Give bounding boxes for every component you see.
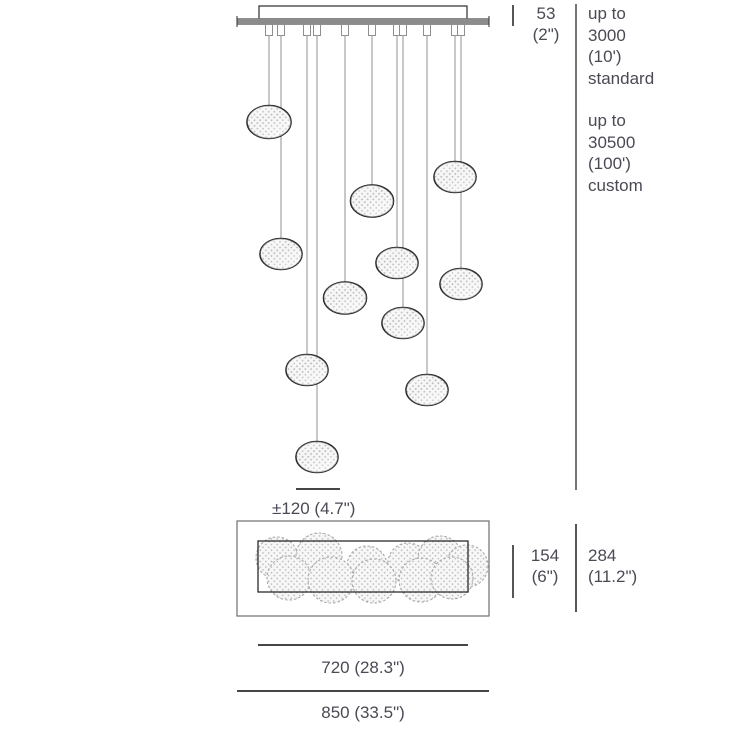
pendant-shade [295, 440, 339, 474]
plan-circle [351, 558, 397, 604]
plan-view [236, 520, 490, 617]
pendant-shade [439, 267, 483, 301]
plan-circle [307, 556, 355, 604]
cable-2 [277, 24, 285, 255]
pendant-shade [405, 373, 449, 407]
pendant-shade [433, 160, 477, 194]
plan-inner-rect [257, 540, 469, 593]
pendant-shade [259, 237, 303, 271]
pendant-shade [285, 353, 329, 387]
pendant-shade [349, 184, 395, 218]
canopy-assembly [236, 5, 490, 27]
cable-11 [457, 24, 465, 285]
pendant-shade [381, 306, 425, 340]
dim-label-shade-width: ±120 (4.7") [272, 499, 356, 518]
plan-circle [430, 556, 474, 600]
dim-label-plan-outer-depth: 284 (11.2") [588, 546, 638, 586]
note-drop-custom: up to 30500 (100') custom [588, 111, 643, 195]
cable-7 [393, 24, 401, 264]
cable-5 [341, 24, 349, 299]
dim-label-canopy-height: 53 (2") [532, 4, 560, 44]
cable-3 [303, 24, 311, 371]
elevation-view [236, 5, 490, 474]
pendant-shade [246, 104, 292, 140]
pendant-shade-group [246, 104, 483, 474]
pendant-shade [375, 246, 419, 280]
canopy-plate [236, 18, 490, 25]
dim-label-inner-width: 720 (28.3") [321, 658, 405, 677]
cable-10 [451, 24, 459, 178]
dimension-lines [237, 4, 577, 692]
dim-label-outer-width: 850 (33.5") [321, 703, 405, 722]
dim-label-plan-depth: 154 (6") [530, 546, 560, 586]
plan-outer-rect [236, 520, 490, 617]
plan-circle [266, 555, 312, 601]
cable-4 [313, 24, 321, 458]
canopy-outline-box [258, 5, 468, 20]
cable-6 [368, 24, 376, 202]
cable-9 [423, 24, 431, 391]
note-drop-standard: up to 3000 (10') standard [588, 4, 655, 88]
pendant-shade [322, 281, 368, 315]
